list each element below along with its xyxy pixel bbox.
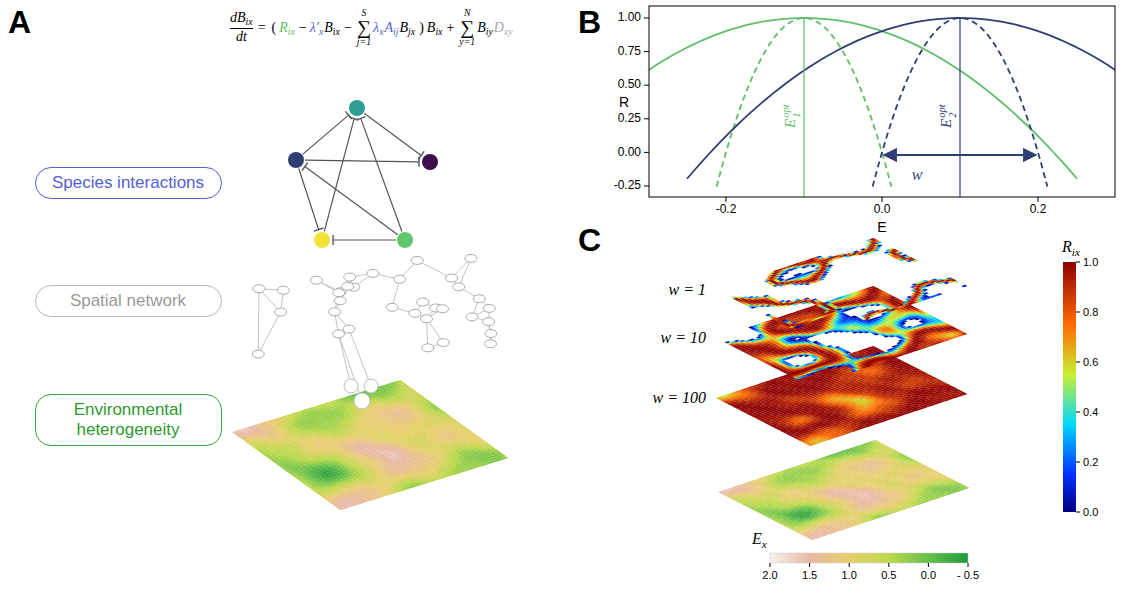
interaction-line xyxy=(299,169,319,230)
species-dot xyxy=(422,154,438,170)
species-dot xyxy=(288,152,304,168)
interaction-line xyxy=(305,167,398,235)
interaction-line xyxy=(324,119,354,232)
interaction-line xyxy=(364,113,421,155)
network-link xyxy=(258,312,280,354)
network-link xyxy=(258,289,259,354)
species-dot xyxy=(349,100,365,116)
interaction-line xyxy=(305,160,419,162)
species-network xyxy=(288,100,438,248)
spatial-network xyxy=(252,254,497,409)
interaction-line xyxy=(303,115,349,154)
interaction-line xyxy=(361,118,402,231)
species-dot xyxy=(397,232,413,248)
species-dot xyxy=(314,232,330,248)
